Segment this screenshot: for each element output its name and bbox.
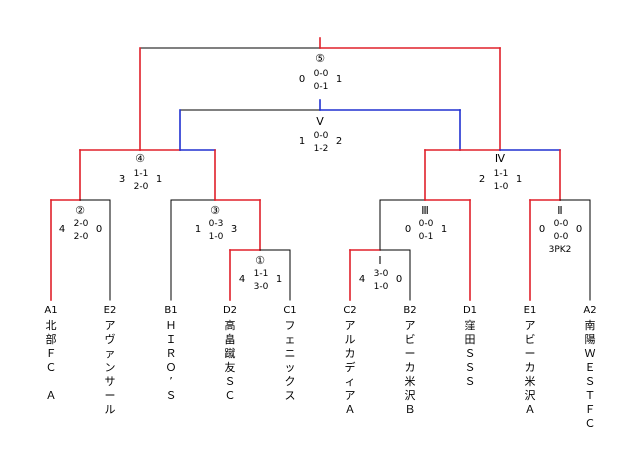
match-label: Ⅰ (378, 254, 381, 267)
first-half-score: 1-1 (494, 169, 509, 179)
first-half-score: 0-3 (209, 219, 224, 229)
match-3-score: ③ 1 0-3 1-0 3 (195, 204, 237, 242)
left-total: 2 (479, 174, 485, 185)
right-total: 0 (96, 224, 102, 235)
second-half-score: 0-1 (314, 82, 329, 92)
first-half-score: 0-0 (419, 219, 434, 229)
first-half-score: 0-0 (314, 69, 329, 79)
first-half-score: 3-0 (374, 269, 389, 279)
right-total: 1 (336, 74, 342, 85)
match-label: ④ (135, 152, 145, 165)
team-code: A1 (44, 305, 57, 316)
match-label: ③ (210, 204, 220, 217)
team-name: 窪田ＳＳＳ (465, 318, 476, 388)
team-code: E2 (104, 305, 117, 316)
bracket-lines (50, 37, 591, 301)
second-half-score: 0-1 (419, 232, 434, 242)
team-name: 南陽ＷＥＳＴＦＣ (585, 319, 596, 430)
team-code: A2 (583, 305, 596, 316)
match-label: Ⅱ (557, 204, 562, 217)
first-half-score: 1-1 (134, 169, 149, 179)
first-half-score: 0-0 (314, 131, 329, 141)
match-1-score: ① 4 1-1 3-0 1 (239, 254, 282, 292)
team-slot-2: E2 アヴァンサール (104, 305, 117, 416)
left-total: 4 (359, 274, 365, 285)
first-half-score: 2-0 (74, 219, 89, 229)
second-half-score: 1-0 (494, 182, 509, 192)
team-slot-3: B1 ＨＩＲＯ’Ｓ (164, 305, 177, 402)
team-name: アヴァンサール (105, 319, 116, 416)
match-V-score: Ⅴ 1 0-0 1-2 2 (299, 115, 342, 154)
team-name: 北部ＦＣ Ａ (46, 319, 57, 402)
pk-result: 3PK2 (549, 245, 572, 255)
left-total: 1 (195, 224, 201, 235)
left-total: 4 (59, 224, 65, 235)
team-slot-6: C2 アルカディアＡ (343, 305, 356, 416)
match-label: Ⅴ (316, 115, 324, 128)
second-half-score: 2-0 (74, 232, 89, 242)
right-total: 3 (231, 224, 237, 235)
match-4-score: ④ 3 1-1 2-0 1 (119, 152, 162, 192)
left-total: 4 (239, 274, 245, 285)
first-half-score: 0-0 (554, 219, 569, 229)
team-code: C2 (343, 305, 356, 316)
team-name: フェニックス (285, 319, 296, 402)
match-label: Ⅳ (495, 152, 506, 165)
match-label: ① (255, 254, 265, 267)
team-slot-1: A1 北部ＦＣ Ａ (44, 305, 57, 402)
team-name: アルカディアＡ (345, 319, 356, 416)
right-total: 2 (336, 136, 342, 147)
right-total: 1 (276, 274, 282, 285)
match-5-score: ⑤ 0 0-0 0-1 1 (299, 52, 342, 92)
team-code: B1 (164, 305, 177, 316)
team-code: D1 (463, 305, 477, 316)
first-half-score: 1-1 (254, 269, 269, 279)
team-code: E1 (524, 305, 537, 316)
team-labels: A1 北部ＦＣ Ａ E2 アヴァンサール B1 ＨＩＲＯ’Ｓ D2 高畠蹴友ＳＣ… (44, 305, 596, 430)
second-half-score: 3-0 (254, 282, 269, 292)
right-total: 0 (396, 274, 402, 285)
second-half-score: 2-0 (134, 182, 149, 192)
match-label: ② (75, 204, 85, 217)
right-total: 1 (516, 174, 522, 185)
left-total: 0 (539, 224, 545, 235)
match-2-score: ② 4 2-0 2-0 0 (59, 204, 102, 242)
match-label: ⑤ (315, 52, 325, 65)
left-total: 1 (299, 136, 305, 147)
second-half-score: 0-0 (554, 232, 569, 242)
left-total: 3 (119, 174, 125, 185)
team-code: B2 (403, 305, 416, 316)
team-slot-9: E1 アビーカ米沢Ａ (524, 305, 537, 416)
match-label: Ⅲ (421, 204, 429, 217)
second-half-score: 1-0 (374, 282, 389, 292)
left-total: 0 (299, 74, 305, 85)
team-slot-4: D2 高畠蹴友ＳＣ (223, 305, 237, 402)
team-slot-10: A2 南陽ＷＥＳＴＦＣ (583, 305, 596, 430)
team-name: アビーカ米沢Ｂ (405, 319, 416, 416)
team-slot-7: B2 アビーカ米沢Ｂ (403, 305, 416, 416)
team-code: C1 (283, 305, 296, 316)
match-scores: ⑤ 0 0-0 0-1 1 Ⅴ 1 0-0 1-2 2 ④ 3 1-1 2-0 … (59, 52, 582, 292)
left-total: 0 (405, 224, 411, 235)
second-half-score: 1-2 (314, 144, 329, 154)
team-name: アビーカ米沢Ａ (525, 319, 536, 416)
match-II-score: Ⅱ 0 0-0 0-0 0 3PK2 (539, 204, 582, 255)
right-total: 1 (441, 224, 447, 235)
team-name: 高畠蹴友ＳＣ (225, 318, 236, 402)
match-I-score: Ⅰ 4 3-0 1-0 0 (359, 254, 402, 292)
team-name: ＨＩＲＯ’Ｓ (166, 319, 177, 402)
team-code: D2 (223, 305, 237, 316)
match-III-score: Ⅲ 0 0-0 0-1 1 (405, 204, 447, 242)
team-slot-5: C1 フェニックス (283, 305, 296, 402)
second-half-score: 1-0 (209, 232, 224, 242)
match-IV-score: Ⅳ 2 1-1 1-0 1 (479, 152, 522, 192)
right-total: 1 (156, 174, 162, 185)
right-total: 0 (576, 224, 582, 235)
team-slot-8: D1 窪田ＳＳＳ (463, 305, 477, 388)
